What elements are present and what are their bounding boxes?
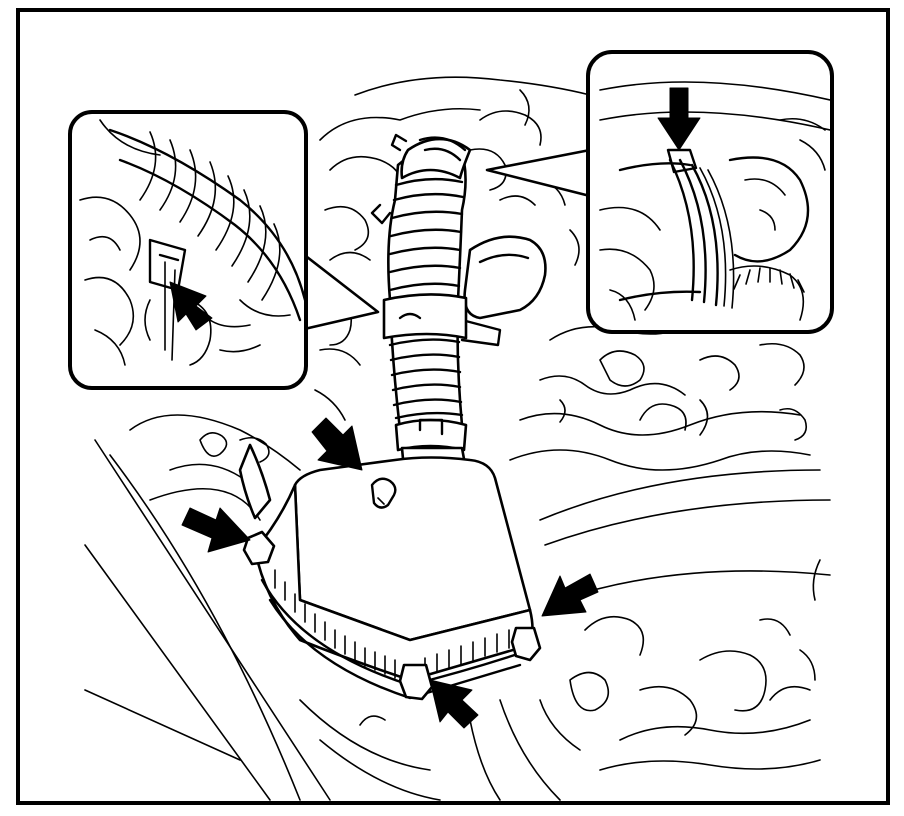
engine-bay-background — [84, 76, 831, 801]
arrow-clip-front — [429, 679, 479, 729]
right-inset — [586, 50, 834, 334]
clip-front — [398, 663, 434, 701]
air-cleaner-case — [238, 443, 542, 701]
clip-right — [510, 626, 542, 662]
left-inset-arrow — [169, 281, 213, 331]
left-inset — [68, 110, 308, 390]
clip-left — [242, 530, 276, 566]
right-inset-arrow — [657, 87, 701, 151]
arrow-case-top — [311, 417, 363, 471]
arrow-clip-right — [541, 573, 599, 617]
main-view-arrows — [181, 417, 599, 729]
arrow-clip-left — [181, 507, 251, 553]
